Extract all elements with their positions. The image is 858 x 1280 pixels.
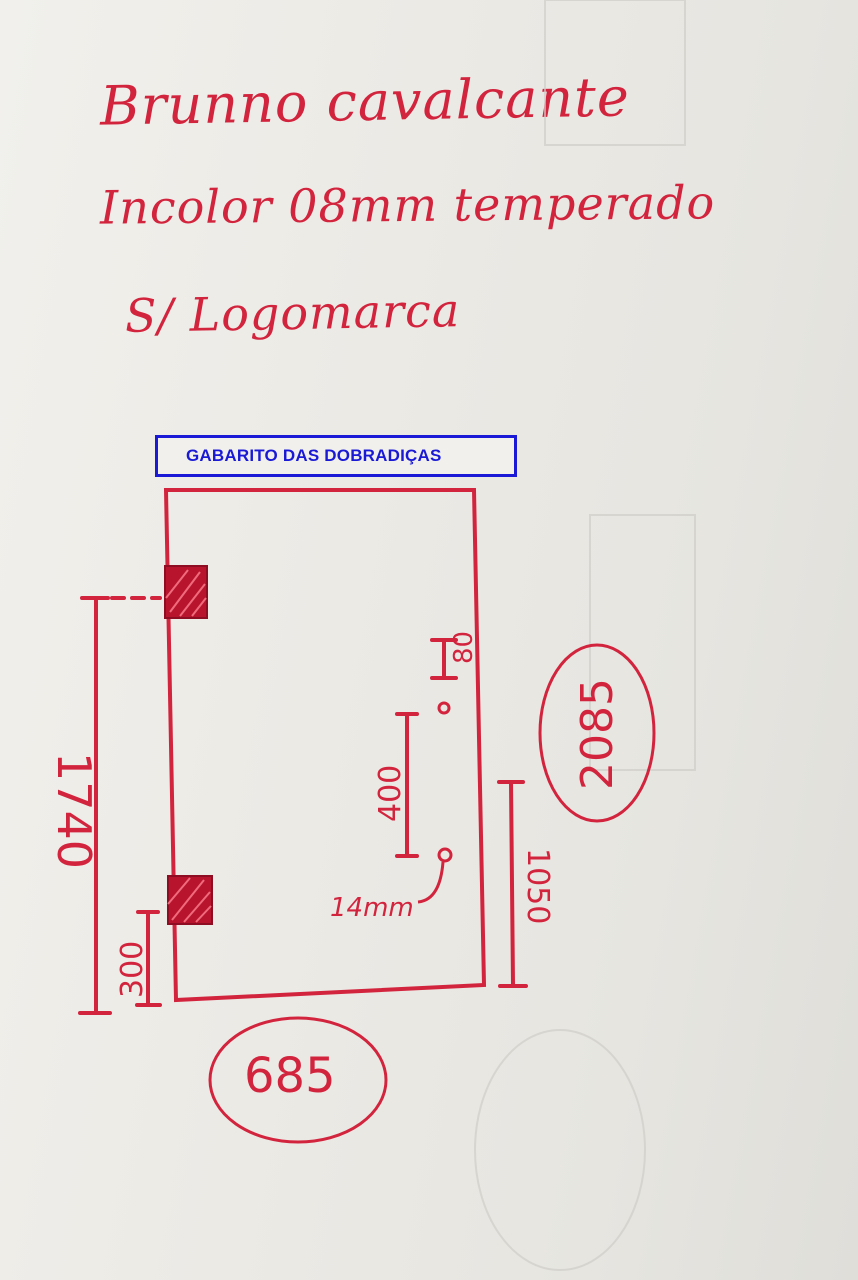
total-height-label: 2085 <box>572 678 623 790</box>
height-left-label: 1740 <box>47 752 101 869</box>
handle-spacing-label: 400 <box>373 765 408 822</box>
panel-outline <box>163 488 487 1003</box>
hinge-bottom-label: 300 <box>115 941 150 998</box>
template-label-box: GABARITO DAS DOBRADIÇAS <box>155 435 517 477</box>
hole-bottom <box>437 847 453 863</box>
hinge-bottom <box>167 875 213 925</box>
hinge-top <box>164 565 208 619</box>
hole-top <box>437 701 451 715</box>
width-label: 685 <box>244 1048 336 1104</box>
handle-offset-label: 80 <box>449 631 479 664</box>
hole-diameter-label: 14mm <box>330 893 414 923</box>
template-label: GABARITO DAS DOBRADIÇAS <box>186 446 442 465</box>
handle-height-label: 1050 <box>520 848 555 924</box>
